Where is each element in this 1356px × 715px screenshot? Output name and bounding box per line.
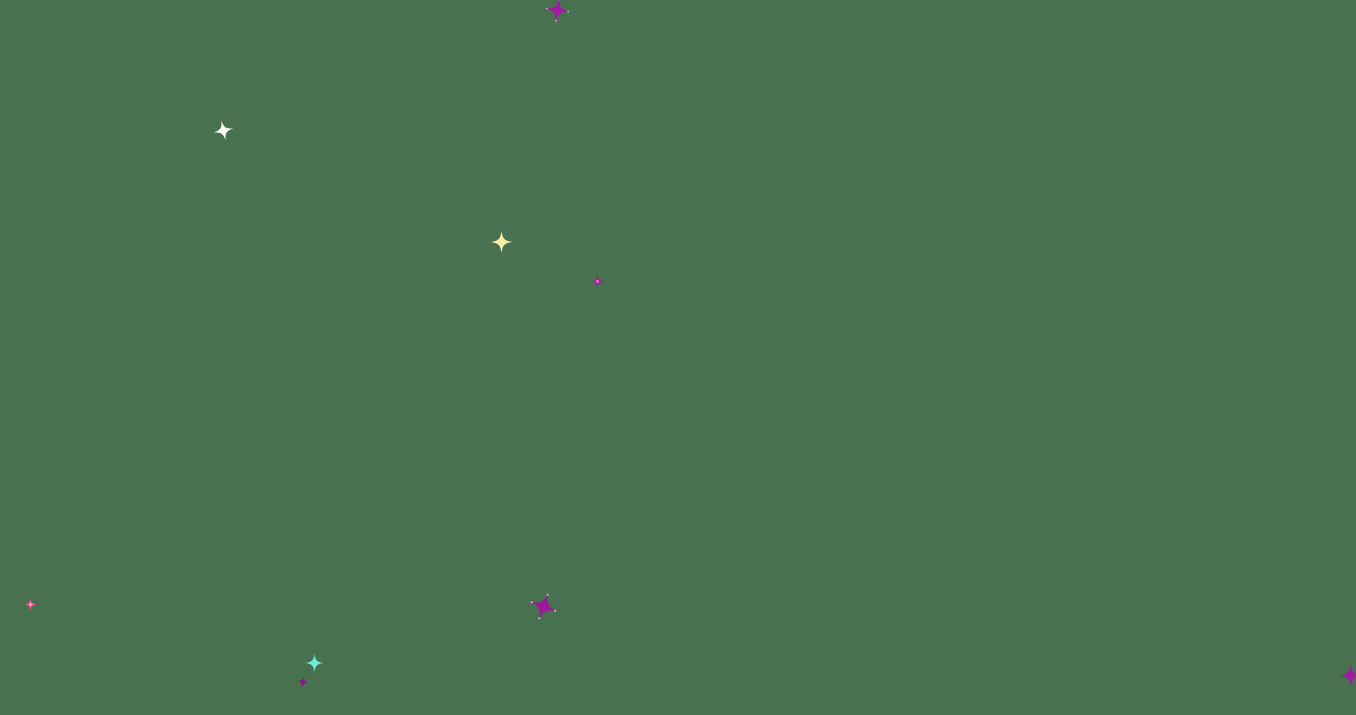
sparkle-star-shape [1339, 663, 1356, 687]
sparkle-star-shape [529, 592, 557, 620]
sparkle-center-glint [595, 279, 599, 283]
sparkle-tip-glint [530, 600, 533, 603]
sparkle-star[interactable] [304, 650, 324, 676]
sparkle-star-shape [213, 120, 233, 140]
sparkle-star[interactable] [210, 114, 237, 147]
sparkle-star-shape [297, 676, 309, 688]
sparkle-star[interactable] [23, 597, 37, 612]
sparkle-star[interactable] [296, 674, 311, 690]
sparkle-tip-glint [546, 593, 549, 596]
sparkle-star[interactable] [524, 586, 562, 625]
sparkle-star[interactable] [1339, 662, 1356, 689]
sparkle-star-shape [545, 0, 569, 22]
sparkle-star-shape [489, 230, 513, 254]
sparkle-star[interactable] [543, 0, 572, 26]
sparkle-tip-glint [545, 7, 548, 10]
sparkle-star-shape [304, 653, 324, 673]
sparkle-star[interactable] [489, 228, 513, 256]
sparkle-center-glint [28, 602, 32, 606]
sparkle-tip-glint [554, 19, 557, 22]
sparkle-star[interactable] [589, 273, 605, 289]
